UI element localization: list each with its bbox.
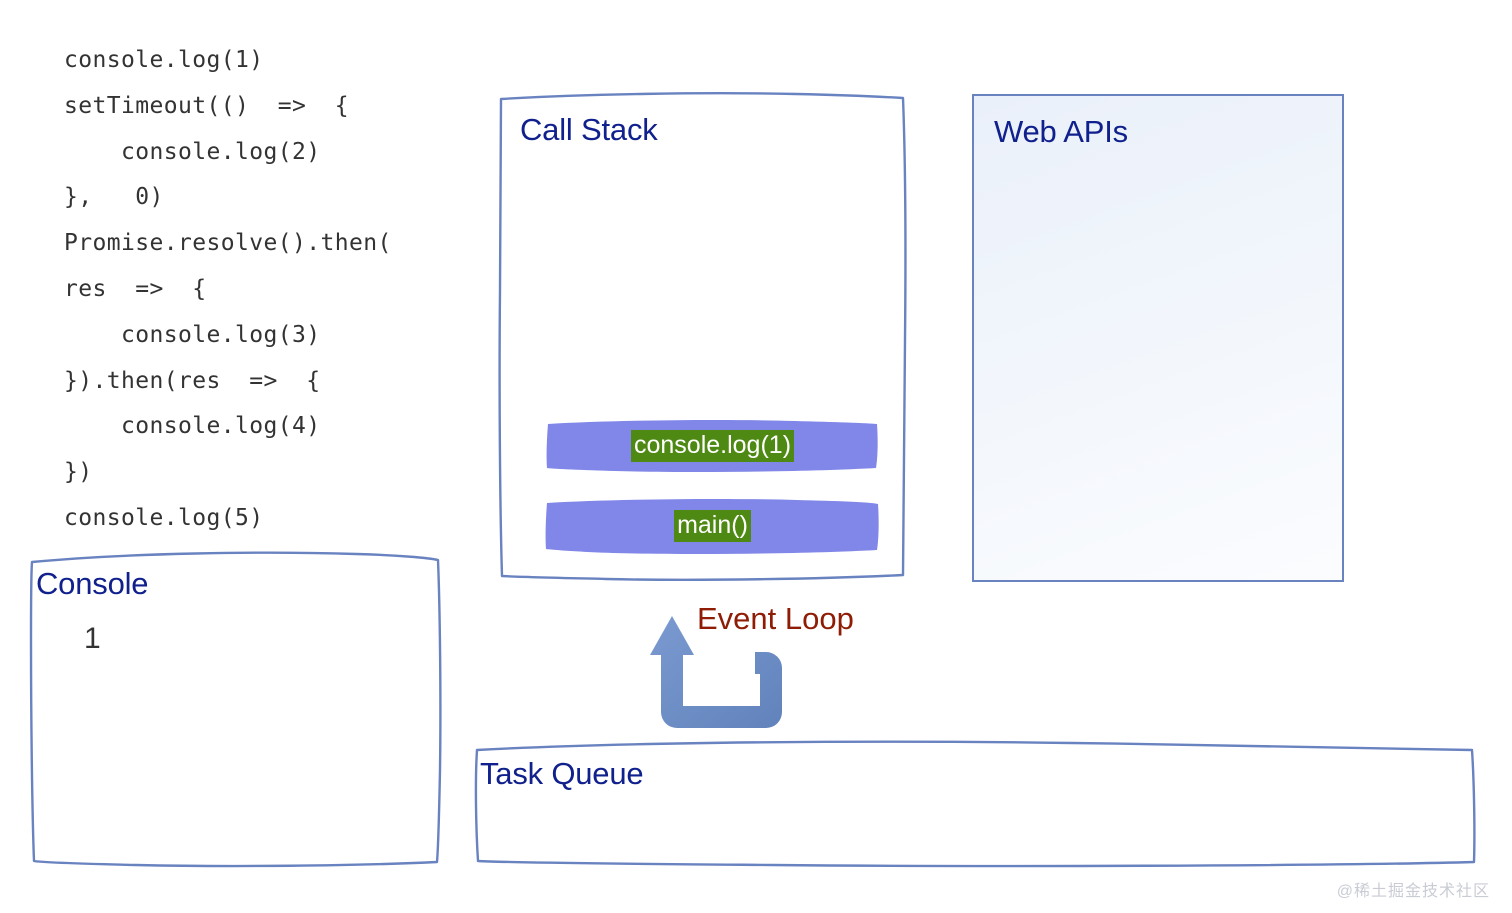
stack-frame-label: main() [674,509,751,543]
code-line: console.log(2) [64,138,321,165]
console-panel: Console 1 [26,550,444,868]
code-line: console.log(1) [64,47,264,73]
stack-frame-label-wrap: main() [545,498,880,554]
call-stack-panel: Call Stack [496,90,908,582]
web-apis-panel: Web APIs [972,94,1344,582]
code-line: }, 0) [64,184,164,211]
watermark: @稀土掘金技术社区 [1336,883,1490,900]
call-stack-title: Call Stack [520,112,658,147]
task-queue-panel: Task Queue [472,740,1480,868]
stack-frame-label-wrap: console.log(1) [545,418,880,474]
code-listing: console.log(1) setTimeout(() => { consol… [64,38,484,542]
code-line: console.log(3) [64,321,321,348]
code-line: res => { [64,275,207,302]
code-line: Promise.resolve().then( [64,230,392,257]
curved-up-arrow-icon [650,616,782,728]
code-line: }).then(res => { [64,367,321,394]
code-line: console.log(5) [64,504,264,531]
console-title: Console [36,566,149,601]
console-output-line: 1 [84,622,101,655]
web-apis-title: Web APIs [994,114,1128,149]
console-border [29,551,442,868]
task-queue-title: Task Queue [480,756,644,791]
code-line: }) [64,459,93,486]
code-line: setTimeout(() => { [64,92,349,119]
code-line: console.log(4) [64,413,321,440]
stack-frame[interactable]: main() [545,498,880,554]
task-queue-border [474,740,1476,868]
stack-frame[interactable]: console.log(1) [545,418,880,474]
stack-frame-label: console.log(1) [630,429,795,463]
event-loop-label: Event Loop [697,601,854,636]
call-stack-border [498,92,907,581]
